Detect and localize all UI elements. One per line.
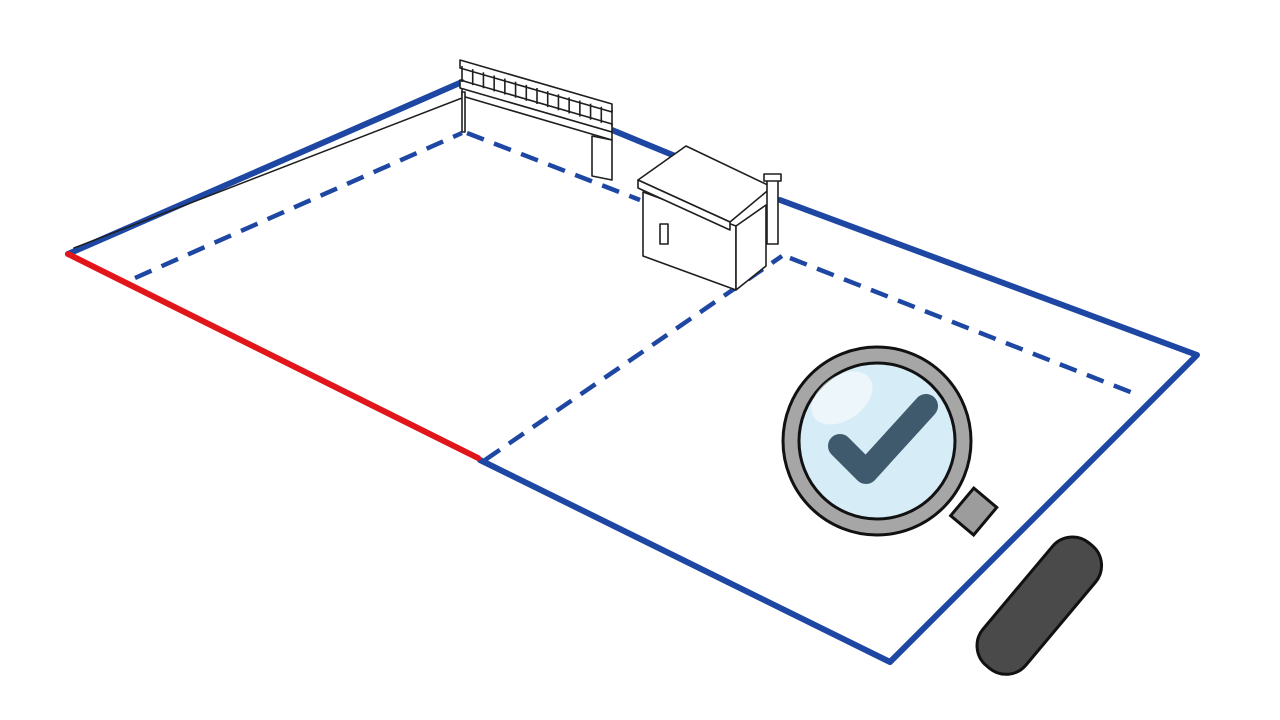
shed-roof-edge	[637, 179, 731, 231]
boundary-inner-edge	[73, 97, 463, 249]
setback-line-left	[134, 130, 463, 281]
setback-lines	[134, 130, 1139, 462]
balcony-pillar	[591, 135, 613, 181]
shed-post	[766, 179, 779, 245]
boundary-back-edge-right	[609, 127, 683, 161]
setback-line-center	[483, 254, 784, 462]
shed-side-wall	[735, 204, 767, 291]
boundary-line	[477, 197, 1200, 665]
highlighted-boundary-edge	[65, 251, 481, 461]
balcony-structure	[459, 59, 613, 181]
property-boundary	[65, 79, 1200, 665]
balcony-support-left	[461, 91, 466, 133]
setback-line-right	[789, 255, 1139, 398]
setback-line-back	[466, 130, 641, 203]
shed-structure	[637, 145, 782, 291]
check-mark-icon	[828, 394, 938, 484]
balcony-balusters	[461, 66, 613, 126]
shed-post-cap	[763, 173, 782, 182]
magnifier-handle	[975, 535, 1104, 676]
magnifying-glass-icon	[781, 345, 1104, 676]
magnifier-neck	[948, 485, 999, 538]
lens-glare	[811, 371, 873, 425]
shed-door	[659, 223, 669, 245]
balcony-rail-bottom	[459, 79, 613, 133]
